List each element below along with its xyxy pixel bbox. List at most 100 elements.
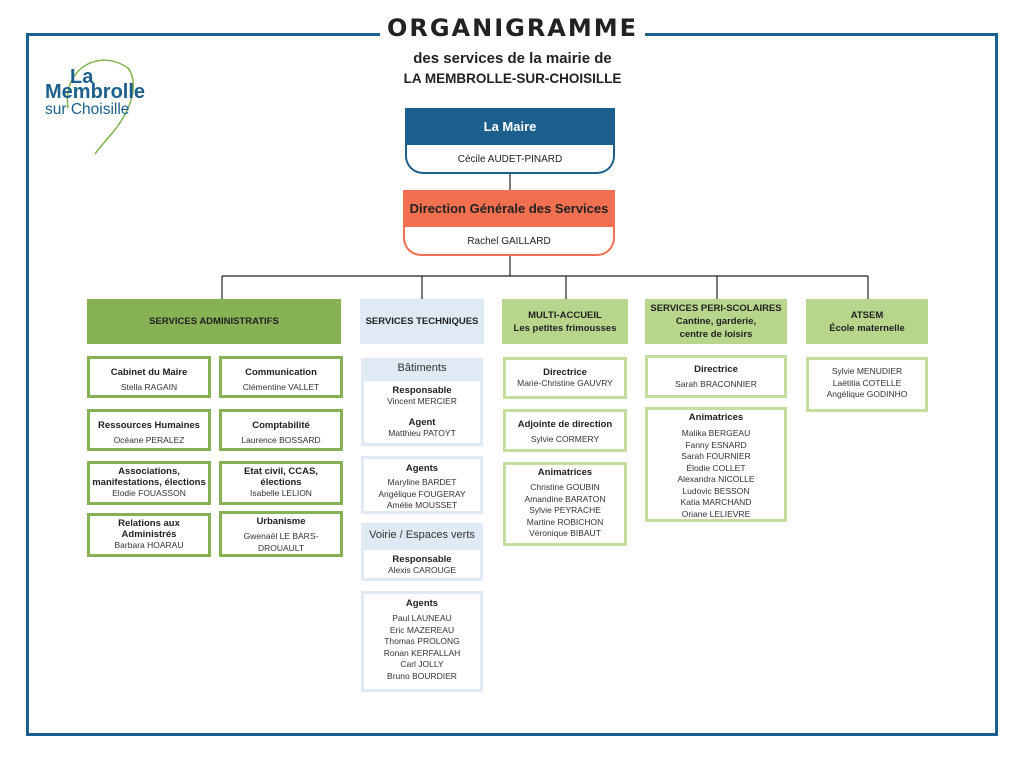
batiments-responsable-name: Vincent MERCIER [387, 396, 457, 406]
admin-box-title: manifestations, élections [92, 477, 206, 488]
peri-directrice-label: Directrice [694, 364, 738, 375]
admin-box-etat-civil: Etat civil, CCAS, élections Isabelle LEL… [219, 461, 343, 505]
voirie-agents-label: Agents [405, 598, 439, 609]
atsem-name: Laëtitia COTELLE [832, 377, 902, 388]
multi-animatrice-name: Martine ROBICHON [526, 516, 604, 527]
admin-box-name: Stella RAGAIN [120, 382, 178, 392]
services-techniques-header: SERVICES TECHNIQUES [360, 299, 484, 344]
peri-animatrices-label: Animatrices [688, 412, 744, 423]
dgs-title: Direction Générale des Services [405, 190, 613, 227]
atsem-title: ATSEM [850, 309, 884, 321]
atsem-subtitle: École maternelle [829, 322, 905, 334]
agents-box: Agents Maryline BARDET Angélique FOUGERA… [361, 456, 483, 514]
admin-box-rh: Ressources Humaines Océane PERALEZ [87, 409, 211, 451]
peri-animatrice-name: Alexandra NICOLLE [677, 474, 755, 484]
multi-accueil-title: MULTI-ACCUEIL [528, 309, 602, 321]
atsem-name: Angélique GODINHO [826, 389, 908, 399]
services-administratifs-header: SERVICES ADMINISTRATIFS [87, 299, 341, 344]
commune-name: LA MEMBROLLE-SUR-CHOISILLE [403, 71, 622, 86]
admin-box-title: Communication [245, 367, 317, 378]
peri-scolaires-subtitle-2: centre de loisirs [679, 329, 753, 340]
peri-animatrice-name: Fanny ESNARD [685, 439, 747, 450]
multi-directrice-label: Directrice [543, 367, 587, 378]
voirie-agent-name: Carl JOLLY [400, 659, 444, 669]
commune-logo: La Membrolle sur Choisille [40, 48, 155, 158]
admin-box-comptabilite: Comptabilité Laurence BOSSARD [219, 409, 343, 451]
multi-adjointe-label: Adjointe de direction [517, 419, 613, 430]
peri-scolaires-header: SERVICES PERI-SCOLAIRES Cantine, garderi… [645, 299, 787, 344]
logo-text-la: La [70, 66, 94, 88]
agent-name: Angélique FOUGERAY [378, 488, 466, 499]
admin-box-title: Relations aux [118, 518, 180, 529]
admin-box-name: Gwenaël LE BARS- [243, 531, 319, 541]
logo-text-choisille: sur Choisille [45, 101, 130, 118]
admin-box-name: Isabelle LELION [250, 488, 312, 498]
peri-animatrice-name: Oriane LELIEVRE [681, 508, 751, 519]
peri-animatrice-name: Katia MARCHAND [680, 497, 752, 507]
page-subtitle: des services de la mairie de [413, 50, 612, 67]
admin-box-communication: Communication Clémentine VALLET [219, 356, 343, 398]
voirie-responsable-name: Alexis CAROUGE [387, 565, 456, 575]
admin-box-cabinet: Cabinet du Maire Stella RAGAIN [87, 356, 211, 398]
admin-box-title: Comptabilité [252, 420, 310, 431]
peri-directrice-box: Directrice Sarah BRACONNIER [645, 355, 787, 398]
title-mask [380, 18, 645, 50]
batiments-agent-name: Matthieu PATOYT [388, 427, 456, 438]
voirie-responsable-label: Responsable [392, 554, 452, 565]
admin-box-name: Clémentine VALLET [242, 382, 320, 392]
multi-animatrices-box: Animatrices Christine GOUBIN Amandine BA… [503, 462, 627, 546]
page-title: ORGANIGRAMME [386, 14, 639, 42]
multi-accueil-subtitle: Les petites frimousses [513, 322, 617, 334]
peri-animatrice-name: Sarah FOURNIER [681, 451, 751, 461]
peri-animatrice-name: Malika BERGEAU [681, 428, 751, 438]
admin-box-title: Cabinet du Maire [110, 367, 188, 378]
admin-box-associations: Associations, manifestations, élections … [87, 461, 211, 505]
voirie-agent-name: Eric MAZEREAU [389, 624, 455, 635]
services-administratifs-title: SERVICES ADMINISTRATIFS [149, 316, 279, 327]
agents-label: Agents [405, 463, 439, 474]
multi-directrice-box: Directrice Marie-Christine GAUVRY [503, 357, 627, 399]
batiments-agent-label: Agent [408, 416, 436, 428]
admin-box-title: Ressources Humaines [98, 420, 200, 431]
multi-adjointe-box: Adjointe de direction Sylvie CORMERY [503, 409, 627, 452]
admin-box-name: Laurence BOSSARD [241, 435, 321, 445]
dgs-box: Direction Générale des Services Rachel G… [403, 190, 615, 256]
agent-name: Maryline BARDET [387, 477, 457, 487]
admin-box-relations: Relations aux Administrés Barbara HOARAU [87, 513, 211, 557]
atsem-header: ATSEM École maternelle [806, 299, 928, 344]
peri-scolaires-title: SERVICES PERI-SCOLAIRES [650, 303, 782, 314]
admin-box-title: Urbanisme [256, 516, 306, 527]
agent-name: Amélie MOUSSET [386, 500, 458, 510]
admin-box-title: Administrés [121, 529, 177, 540]
multi-adjointe-name: Sylvie CORMERY [530, 434, 600, 444]
atsem-box: Sylvie MENUDIER Laëtitia COTELLE Angéliq… [806, 357, 928, 412]
admin-box-title: Associations, [118, 466, 180, 477]
multi-animatrice-name: Christine GOUBIN [530, 482, 600, 492]
peri-scolaires-subtitle-1: Cantine, garderie, [675, 316, 757, 327]
batiments-responsable-label: Responsable [392, 385, 452, 396]
voirie-header: Voirie / Espaces verts [361, 523, 483, 547]
admin-box-name: Océane PERALEZ [113, 435, 185, 445]
admin-box-name: Elodie FOUASSON [112, 488, 186, 498]
multi-animatrice-name: Véronique BIBAUT [529, 528, 601, 538]
peri-animatrice-name: Élodie COLLET [686, 462, 746, 473]
admin-box-title: Etat civil, CCAS, [244, 466, 318, 477]
voirie-agent-name: Bruno BOURDIER [387, 670, 457, 681]
admin-box-urbanisme: Urbanisme Gwenaël LE BARS- DROUAULT [219, 511, 343, 557]
batiments-box: Responsable Vincent MERCIER Agent Matthi… [361, 378, 483, 446]
peri-animatrices-box: Animatrices Malika BERGEAU Fanny ESNARD … [645, 407, 787, 522]
admin-box-title: élections [260, 477, 302, 488]
multi-directrice-name: Marie-Christine GAUVRY [517, 378, 613, 388]
voirie-agent-name: Paul LAUNEAU [392, 613, 452, 623]
maire-box: La Maire Cécile AUDET-PINARD [405, 108, 615, 174]
maire-title: La Maire [407, 108, 613, 145]
peri-directrice-name: Sarah BRACONNIER [675, 379, 757, 389]
dgs-name: Rachel GAILLARD [467, 236, 551, 247]
admin-box-name: DROUAULT [257, 542, 305, 553]
logo-text-membrolle: Membrolle [45, 81, 146, 103]
multi-accueil-header: MULTI-ACCUEIL Les petites frimousses [502, 299, 628, 344]
multi-animatrices-label: Animatrices [537, 467, 593, 478]
voirie-agents-box: Agents Paul LAUNEAU Eric MAZEREAU Thomas… [361, 591, 483, 692]
voirie-agent-name: Thomas PROLONG [384, 636, 460, 646]
